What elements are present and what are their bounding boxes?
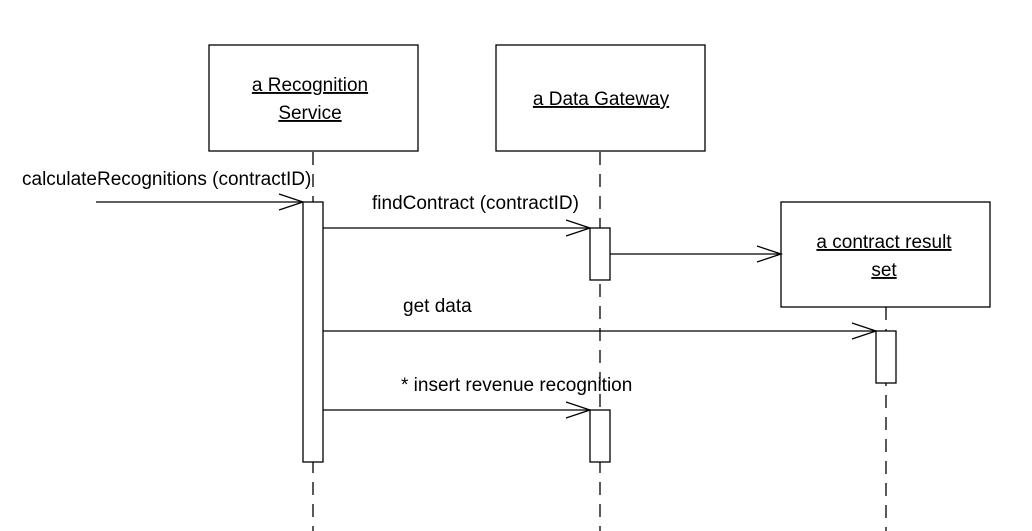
message-get-data: get data	[323, 296, 879, 340]
message-calculate-recognitions: calculateRecognitions (contractID)	[22, 169, 311, 211]
arrowhead-icon	[851, 322, 879, 340]
participant-label-line1: a Recognition	[252, 75, 368, 96]
message-insert-revenue-recognition: * insert revenue recognition	[323, 375, 632, 419]
arrowhead-icon	[565, 219, 593, 237]
participant-box	[780, 201, 991, 308]
message-label: * insert revenue recognition	[401, 375, 632, 396]
arrowhead-icon	[565, 401, 593, 419]
activation-recognition-service	[302, 201, 324, 463]
message-find-contract: findContract (contractID)	[323, 193, 593, 237]
participant-box	[208, 44, 419, 152]
participant-recognition-service[interactable]: a Recognition Service	[208, 44, 419, 152]
participant-data-gateway[interactable]: a Data Gateway	[495, 44, 706, 152]
participant-contract-result-set[interactable]: a contract result set	[780, 201, 991, 308]
participant-label-line1: a contract result	[816, 232, 952, 253]
message-create-result-set	[610, 245, 784, 263]
activation-contract-result-set	[875, 330, 897, 384]
message-label: get data	[403, 296, 472, 317]
message-label: calculateRecognitions (contractID)	[22, 169, 311, 190]
arrowhead-icon	[278, 193, 306, 211]
participant-label: a Data Gateway	[533, 89, 670, 110]
activation-data-gateway-1	[589, 227, 611, 281]
arrowhead-icon	[756, 245, 784, 263]
activation-data-gateway-2	[589, 409, 611, 463]
message-label: findContract (contractID)	[372, 193, 579, 214]
participant-label-line2: set	[871, 260, 897, 281]
participant-label-line2: Service	[278, 103, 341, 124]
participant-box	[495, 44, 706, 152]
